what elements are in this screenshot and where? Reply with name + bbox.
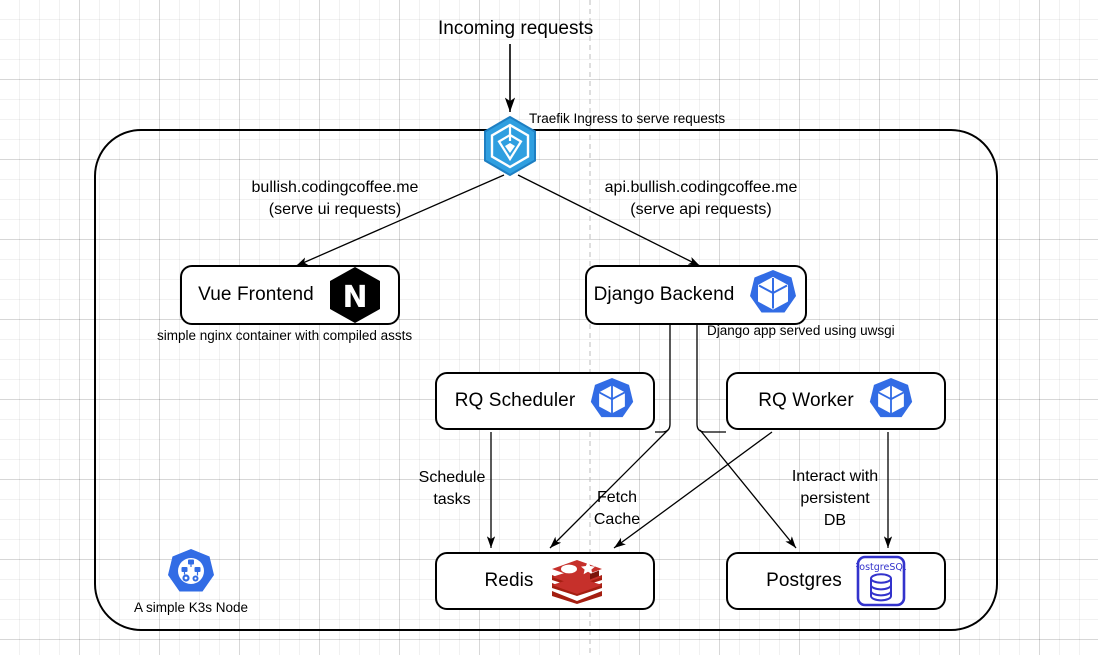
node-vue-frontend[interactable]: Vue Frontend N [180, 265, 400, 325]
edge-label-api-host: api.bullish.codingcoffee.me (serve api r… [604, 179, 798, 218]
kubernetes-pod-icon [868, 377, 914, 425]
caption-vue-frontend: simple nginx container with compiled ass… [157, 328, 413, 343]
incoming-requests-label: Incoming requests [438, 18, 594, 39]
k3s-node-icon [166, 548, 216, 600]
edge-django-to-rq-scheduler [655, 320, 671, 433]
node-rq-worker[interactable]: RQ Worker [726, 372, 946, 430]
kubernetes-pod-icon [748, 269, 798, 321]
node-redis-label: Redis [484, 570, 534, 591]
node-django-backend[interactable]: Django Backend [585, 265, 807, 325]
edge-label-persistent-db: Interact with persistent DB [791, 468, 879, 529]
node-rq-scheduler-label: RQ Scheduler [454, 390, 576, 411]
svg-text:N: N [342, 280, 367, 315]
node-postgres[interactable]: Postgres PostgreSQL [726, 552, 946, 610]
edge-label-ui-host: bullish.codingcoffee.me (serve ui reques… [251, 179, 419, 218]
node-rq-worker-label: RQ Worker [758, 390, 854, 411]
traefik-ingress-note: Traefik Ingress to serve requests [529, 111, 726, 126]
edge-label-fetch-cache: Fetch Cache [593, 489, 641, 528]
caption-django-backend: Django app served using uwsgi [707, 323, 895, 338]
node-django-backend-label: Django Backend [593, 284, 735, 305]
node-redis[interactable]: Redis [435, 552, 655, 610]
svg-text:PostgreSQL: PostgreSQL [856, 562, 906, 573]
node-postgres-label: Postgres [766, 570, 842, 591]
postgresql-icon: PostgreSQL [854, 555, 909, 607]
node-vue-frontend-label: Vue Frontend [198, 284, 314, 305]
node-rq-scheduler[interactable]: RQ Scheduler [435, 372, 655, 430]
traefik-icon [481, 115, 539, 177]
nginx-icon: N [328, 266, 382, 324]
edge-label-schedule-tasks: Schedule tasks [418, 469, 486, 508]
caption-k3s-node: A simple K3s Node [134, 600, 249, 615]
kubernetes-pod-icon [589, 377, 635, 425]
redis-icon [548, 557, 606, 605]
